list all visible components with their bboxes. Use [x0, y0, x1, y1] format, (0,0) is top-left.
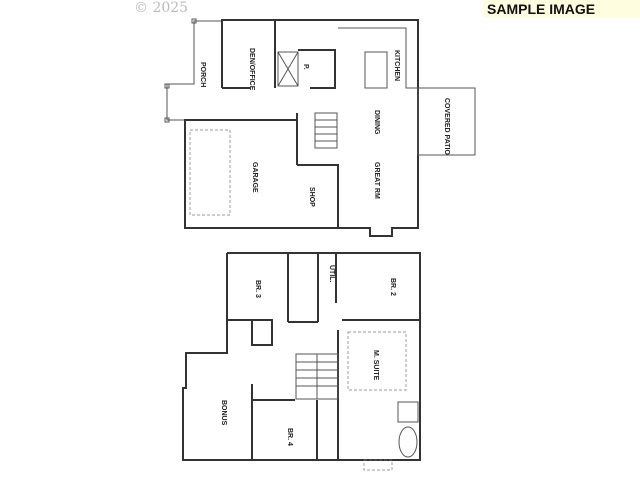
shower: [397, 401, 419, 423]
sample-image-banner: SAMPLE IMAGE: [483, 0, 640, 18]
closet: [277, 51, 299, 87]
room-label-garage: GARAGE: [251, 162, 258, 193]
room-label-br4: BR. 4: [286, 428, 293, 446]
room-label-bonus: BONUS: [220, 400, 227, 426]
porch-post: [164, 117, 170, 123]
closet-x: [277, 51, 299, 87]
powder-wall: [298, 49, 336, 89]
main-floor-plan: DEN/OFFICE PORCH KITCHEN DINING GREAT RM…: [164, 18, 476, 237]
porch-post: [164, 83, 170, 89]
room-label-covered-patio: COVERED PATIO: [443, 98, 450, 155]
room-label-dining: DINING: [373, 110, 380, 135]
upper-floor-plan: BR. 3 BR. 2 UTIL. M. SUITE BONUS BR. 4: [182, 252, 421, 471]
room-label-shop: SHOP: [308, 187, 315, 207]
copyright-watermark: © 2025: [134, 0, 189, 16]
linen-closet: [251, 319, 273, 346]
room-label-den-office: DEN/OFFICE: [248, 48, 255, 91]
upper-exterior-wall: [182, 252, 421, 461]
garage-parking-area: [189, 129, 231, 216]
master-bed-area: [347, 331, 407, 391]
room-label-porch: PORCH: [199, 62, 206, 87]
room-label-br2: BR. 2: [389, 278, 396, 296]
room-label-br3: BR. 3: [254, 280, 261, 298]
covered-patio-outline: [417, 87, 476, 156]
room-label-master-suite: M. SUITE: [372, 350, 379, 381]
porch-outline: [166, 20, 222, 121]
window-seat: [363, 459, 393, 471]
room-label-great-room: GREAT RM: [373, 162, 380, 199]
shop-wall: [297, 164, 339, 228]
bathtub: [398, 426, 418, 458]
main-exterior-wall: [184, 19, 419, 237]
room-label-powder: P.: [302, 64, 309, 70]
upper-stairs: [295, 353, 339, 400]
porch-post: [191, 18, 197, 24]
kitchen-island: [364, 51, 388, 89]
main-stairs: [314, 112, 338, 149]
room-label-kitchen: KITCHEN: [393, 50, 400, 81]
kitchen-counter: [338, 27, 418, 89]
room-label-utility: UTIL.: [328, 265, 335, 283]
